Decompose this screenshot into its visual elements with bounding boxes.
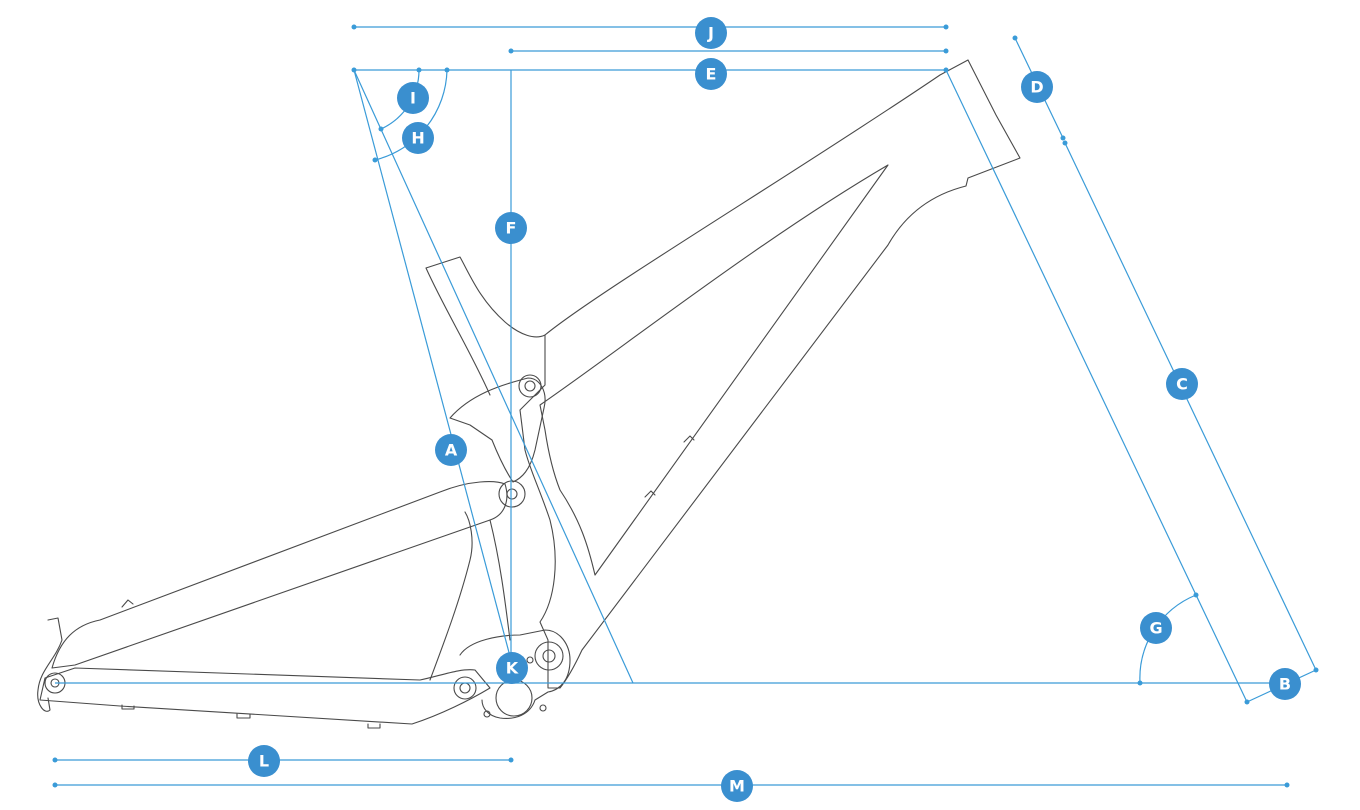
dim-dot (378, 126, 384, 132)
rocker-link (449, 377, 546, 483)
dim-dot (508, 757, 514, 763)
badge-e: E (695, 58, 727, 90)
iscg-tab-3 (526, 656, 534, 664)
chainstay-pivot-bolt (459, 682, 471, 694)
badge-g: G (1140, 612, 1172, 644)
dim-dot (943, 48, 949, 54)
badge-c: C (1166, 368, 1198, 400)
badge-b-label: B (1279, 675, 1291, 694)
badge-c-label: C (1176, 375, 1188, 394)
badge-a: A (435, 434, 467, 466)
badge-i: I (397, 82, 429, 114)
badge-g-label: G (1149, 619, 1162, 638)
mount-tab-1 (121, 704, 135, 710)
dim-dot (508, 48, 514, 54)
chain-stay (39, 667, 491, 725)
dim-dot (52, 757, 58, 763)
dim-dot (943, 24, 949, 30)
dim-dot (1062, 140, 1068, 146)
dim-dot (351, 24, 357, 30)
upper-pivot (518, 374, 542, 398)
bottom-bracket-shell (495, 679, 533, 717)
dimension-lines (52, 24, 1319, 788)
badge-j-label: J (707, 24, 714, 43)
badge-j: J (695, 17, 727, 49)
mount-tab-2 (236, 713, 251, 719)
badge-m-label: M (729, 777, 745, 796)
dim-line-head-angle (945, 69, 1248, 703)
dim-dot (1193, 592, 1199, 598)
seat-tube (425, 256, 546, 396)
dim-dot (1137, 680, 1143, 686)
dim-dot (444, 67, 450, 73)
badge-f: F (495, 212, 527, 244)
dimension-badges: J E D I H F C A G K B L (248, 17, 1301, 802)
dim-dot (52, 782, 58, 788)
dim-dot (416, 67, 422, 73)
badge-e-label: E (706, 65, 717, 84)
badge-i-label: I (410, 89, 416, 108)
bottom-bracket-link (459, 629, 571, 719)
mount-tab-3 (367, 723, 381, 729)
lower-pivot (534, 641, 564, 671)
badge-m: M (721, 770, 753, 802)
middle-pivot (498, 480, 526, 508)
dim-dot (1060, 135, 1066, 141)
lower-pivot-bolt (542, 649, 556, 663)
badge-h-label: H (411, 129, 424, 148)
front-triangle-inner (539, 164, 889, 576)
bike-frame (37, 59, 1021, 729)
dim-line-c (1064, 142, 1317, 671)
dim-line-seat-angle (353, 69, 634, 684)
front-triangle (519, 59, 1021, 689)
dim-dot (1284, 782, 1290, 788)
chain-stay-upper (429, 511, 511, 681)
rear-dropout (37, 617, 63, 712)
upper-pivot-bolt (524, 380, 536, 392)
iscg-tab-1 (483, 710, 491, 718)
badge-l: L (248, 745, 280, 777)
dim-dot (1012, 35, 1018, 41)
badge-k: K (496, 652, 528, 684)
badge-d-label: D (1030, 78, 1043, 97)
badge-f-label: F (506, 219, 517, 238)
badge-l-label: L (259, 752, 269, 771)
badge-a-label: A (445, 441, 458, 460)
dim-line-a (353, 69, 512, 661)
iscg-tab-2 (539, 704, 547, 712)
chainstay-pivot (453, 676, 477, 700)
braze-on (121, 599, 134, 608)
cable-guide-1 (683, 435, 695, 443)
badge-h: H (402, 122, 434, 154)
cable-guide-2 (644, 490, 656, 498)
badge-b: B (1269, 668, 1301, 700)
dim-dot (372, 157, 378, 163)
badge-k-label: K (506, 659, 519, 678)
badge-d: D (1021, 71, 1053, 103)
seat-stay (51, 481, 508, 669)
middle-pivot-bolt (506, 488, 518, 500)
